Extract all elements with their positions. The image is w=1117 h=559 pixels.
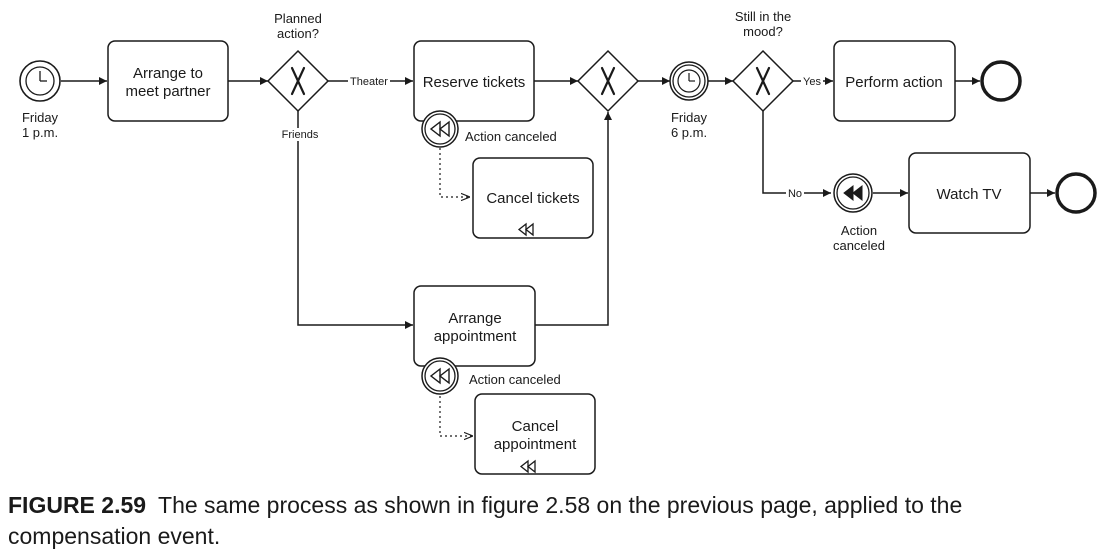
task-perform-action	[833, 40, 956, 122]
label-line: Friday	[671, 110, 708, 125]
bpmn-diagram: Theater Friends Yes No	[19, 9, 1097, 475]
task-cancel-tickets-label: Cancel tickets	[486, 190, 579, 207]
label-line: 1 p.m.	[22, 125, 58, 140]
label-line: meet partner	[125, 83, 210, 100]
label-line: Action canceled	[469, 372, 561, 387]
label-line: Cancel	[512, 418, 559, 435]
label-line: Friday	[22, 110, 59, 125]
flow-label-friends: Friends	[282, 129, 319, 141]
figure-caption: FIGURE 2.59 The same process as shown in…	[8, 490, 1108, 552]
exclusive-x-icon	[755, 66, 771, 96]
flow-label-theater: Theater	[350, 76, 388, 88]
flow-friends	[297, 111, 413, 329]
end-event-watch-tv	[1055, 172, 1097, 214]
task-arrange-meet	[107, 40, 229, 122]
end-event-perform	[980, 60, 1022, 102]
task-arrange-appointment	[413, 285, 536, 367]
label-line: appointment	[494, 436, 577, 453]
label-line: Planned	[274, 11, 322, 26]
label-line: Still in the	[735, 9, 791, 24]
label-line: Perform action	[845, 74, 943, 91]
rewind-filled-icon	[843, 184, 863, 202]
label-line: appointment	[434, 328, 517, 345]
comp-boundary-2-label: Action canceled	[469, 372, 561, 387]
intermediate-timer-event	[669, 61, 709, 101]
compensation-boundary-event-appointment	[421, 357, 459, 395]
label-line: action?	[277, 26, 319, 41]
flow-no	[762, 111, 831, 197]
rewind-icon	[429, 120, 450, 138]
label-line: 6 p.m.	[671, 125, 707, 140]
flow-label-no: No	[788, 188, 802, 200]
association-cancel-appointment	[439, 391, 473, 436]
comp-boundary-1-label: Action canceled	[465, 129, 557, 144]
task-watch-tv	[908, 152, 1031, 234]
label-line: mood?	[743, 24, 783, 39]
task-cancel-tickets	[472, 157, 594, 239]
figure-caption-text: The same process as shown in figure 2.58…	[8, 492, 963, 549]
flow-appointment-to-join	[535, 112, 612, 326]
label-line: Reserve tickets	[423, 74, 526, 91]
compensation-marker-icon	[517, 222, 534, 237]
label-line: Arrange	[448, 310, 501, 327]
label-line: Arrange to	[133, 65, 203, 82]
label-line: Action	[841, 223, 877, 238]
figure-label: FIGURE 2.59	[8, 492, 147, 518]
label-line: Action canceled	[465, 129, 557, 144]
task-reserve-tickets-label: Reserve tickets	[423, 74, 526, 91]
label-line: canceled	[833, 238, 885, 253]
task-cancel-appointment	[474, 393, 596, 475]
task-reserve-tickets	[413, 40, 535, 122]
start-timer-event	[19, 60, 61, 102]
exclusive-x-icon	[290, 66, 306, 96]
exclusive-x-icon	[600, 66, 616, 96]
flow-label-yes: Yes	[803, 76, 821, 88]
label-line: Watch TV	[936, 186, 1001, 203]
label-line: Cancel tickets	[486, 190, 579, 207]
association-cancel-tickets	[439, 148, 470, 197]
rewind-icon	[429, 367, 450, 385]
compensation-boundary-event-tickets	[421, 110, 459, 148]
task-perform-action-label: Perform action	[845, 74, 943, 91]
clock-icon	[688, 73, 695, 82]
clock-icon	[39, 71, 47, 82]
compensation-marker-icon	[519, 459, 536, 474]
task-watch-tv-label: Watch TV	[936, 186, 1001, 203]
compensation-throw-event	[833, 173, 873, 213]
